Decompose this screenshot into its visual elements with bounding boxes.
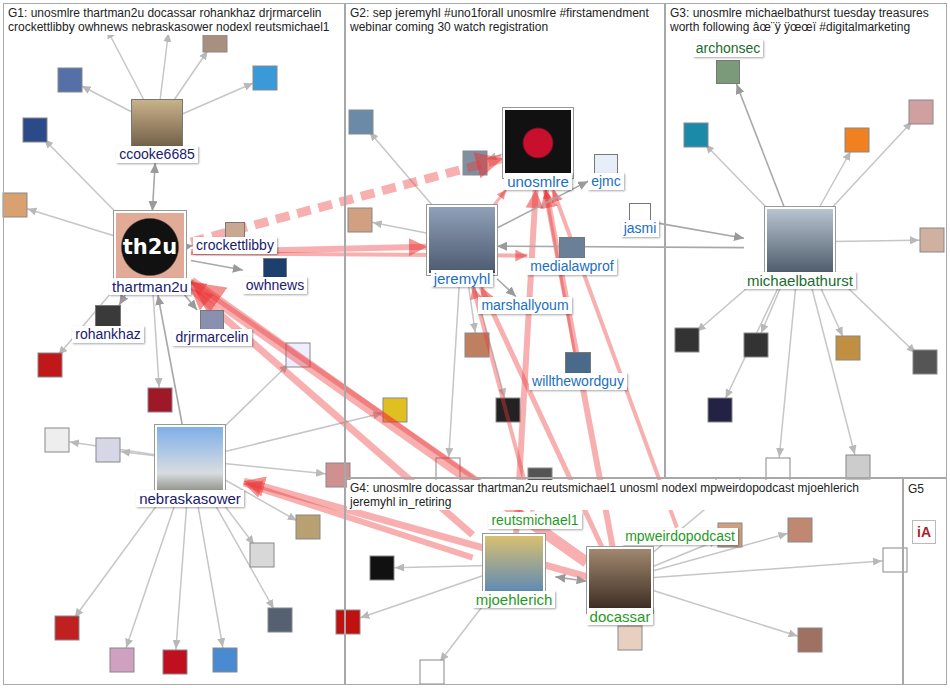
edge-connector [191,261,243,271]
group-heading: G5 [905,481,927,497]
vertex-node: thartman2u [109,211,191,295]
edge-connector [191,281,523,511]
vertex-image [483,534,545,596]
group-heading: G3: unosmlre michaelbathurst tuesday tre… [667,5,943,35]
vertex-label: ejmc [588,173,624,190]
vertex-label: medialawprof [527,258,616,275]
group-heading: G1: unosmlre thartman2u docassar rohankh… [5,5,341,35]
vertex-label: nebraskasower [136,490,244,507]
vertex-label: crockettlibby [193,237,277,254]
group-box: G3: unosmlre michaelbathurst tuesday tre… [665,3,947,478]
vertex-label: unosmlre [504,173,572,190]
edge-connector [497,246,744,247]
vertex-image [131,99,183,151]
vertex-node: marshallyoum [478,297,571,314]
vertex-node: drjrmarcelin [172,310,251,346]
group-box: G5 [903,478,947,685]
vertex-node: rohankhaz [72,305,143,343]
vertex-image [765,207,835,277]
vertex-label: willthewordguy [529,373,627,390]
vertex-label: marshallyoum [478,297,571,314]
edge-connector [152,163,155,211]
vertex-node: michaelbathurst [744,207,856,289]
group-heading: G4: unosmlre docassar thartman2u reutsmi… [347,480,899,510]
vertex-node: mjoehlerich [473,534,556,608]
vertex-label: jeremyhl [431,270,494,287]
vertex-node: nebraskasower [136,425,244,507]
vertex-label: drjrmarcelin [172,329,251,346]
vertex-node: archonsec [693,40,764,84]
group-box: G1: unosmlre thartman2u docassar rohankh… [3,3,345,685]
group-heading: G2: sep jeremyhl #uno1forall unosmlre #f… [347,5,661,35]
group-box: G2: sep jeremyhl #uno1forall unosmlre #f… [345,3,665,478]
edge-connector [185,295,197,310]
vertex-node: crockettlibby [193,222,277,254]
vertex-node: jasmi [621,203,660,237]
vertex-node: willthewordguy [529,352,627,390]
edge-connector [659,223,744,238]
badge-text: iA [912,520,936,544]
vertex-node: mpweirdopodcast [622,528,738,545]
vertex-image [155,425,225,495]
vertex-node: medialawprof [527,237,616,275]
vertex-label: michaelbathurst [744,272,856,289]
vertex-node: jeremyhl [427,205,497,287]
edge-connector [158,295,182,425]
vertex-label: owhnews [243,277,307,294]
vertex-image [587,547,653,613]
edge-connector [553,190,677,528]
vertex-image [114,211,186,283]
edge-connector [737,84,785,207]
group-box: G4: unosmlre docassar thartman2u reutsmi… [345,478,903,685]
edge-connector [497,279,516,297]
vertex-node: ejmc [588,154,624,190]
vertex-label: jasmi [621,220,660,237]
vertex-label: mjoehlerich [473,591,556,608]
vertex-node: ccooke6685 [116,99,198,163]
vertex-label: rohankhaz [72,326,143,343]
vertex-label: docassar [587,608,654,625]
vertex-label: ccooke6685 [116,146,198,163]
vertex-label: archonsec [693,40,764,57]
vertex-image [427,205,497,275]
vertex-node: docassar [587,547,654,625]
vertex-image [716,60,740,84]
vertex-label: reutsmichael1 [488,512,581,529]
vertex-label: mpweirdopodcast [622,528,738,545]
vertex-node: owhnews [243,258,307,294]
vertex-node: reutsmichael1 [488,512,581,529]
vertex-image [503,108,573,178]
vertex-node: unosmlre [503,108,573,190]
edge-connector [494,190,506,205]
vertex-label: thartman2u [109,278,191,295]
edge-connector [555,577,586,581]
edge-connector [119,295,125,305]
